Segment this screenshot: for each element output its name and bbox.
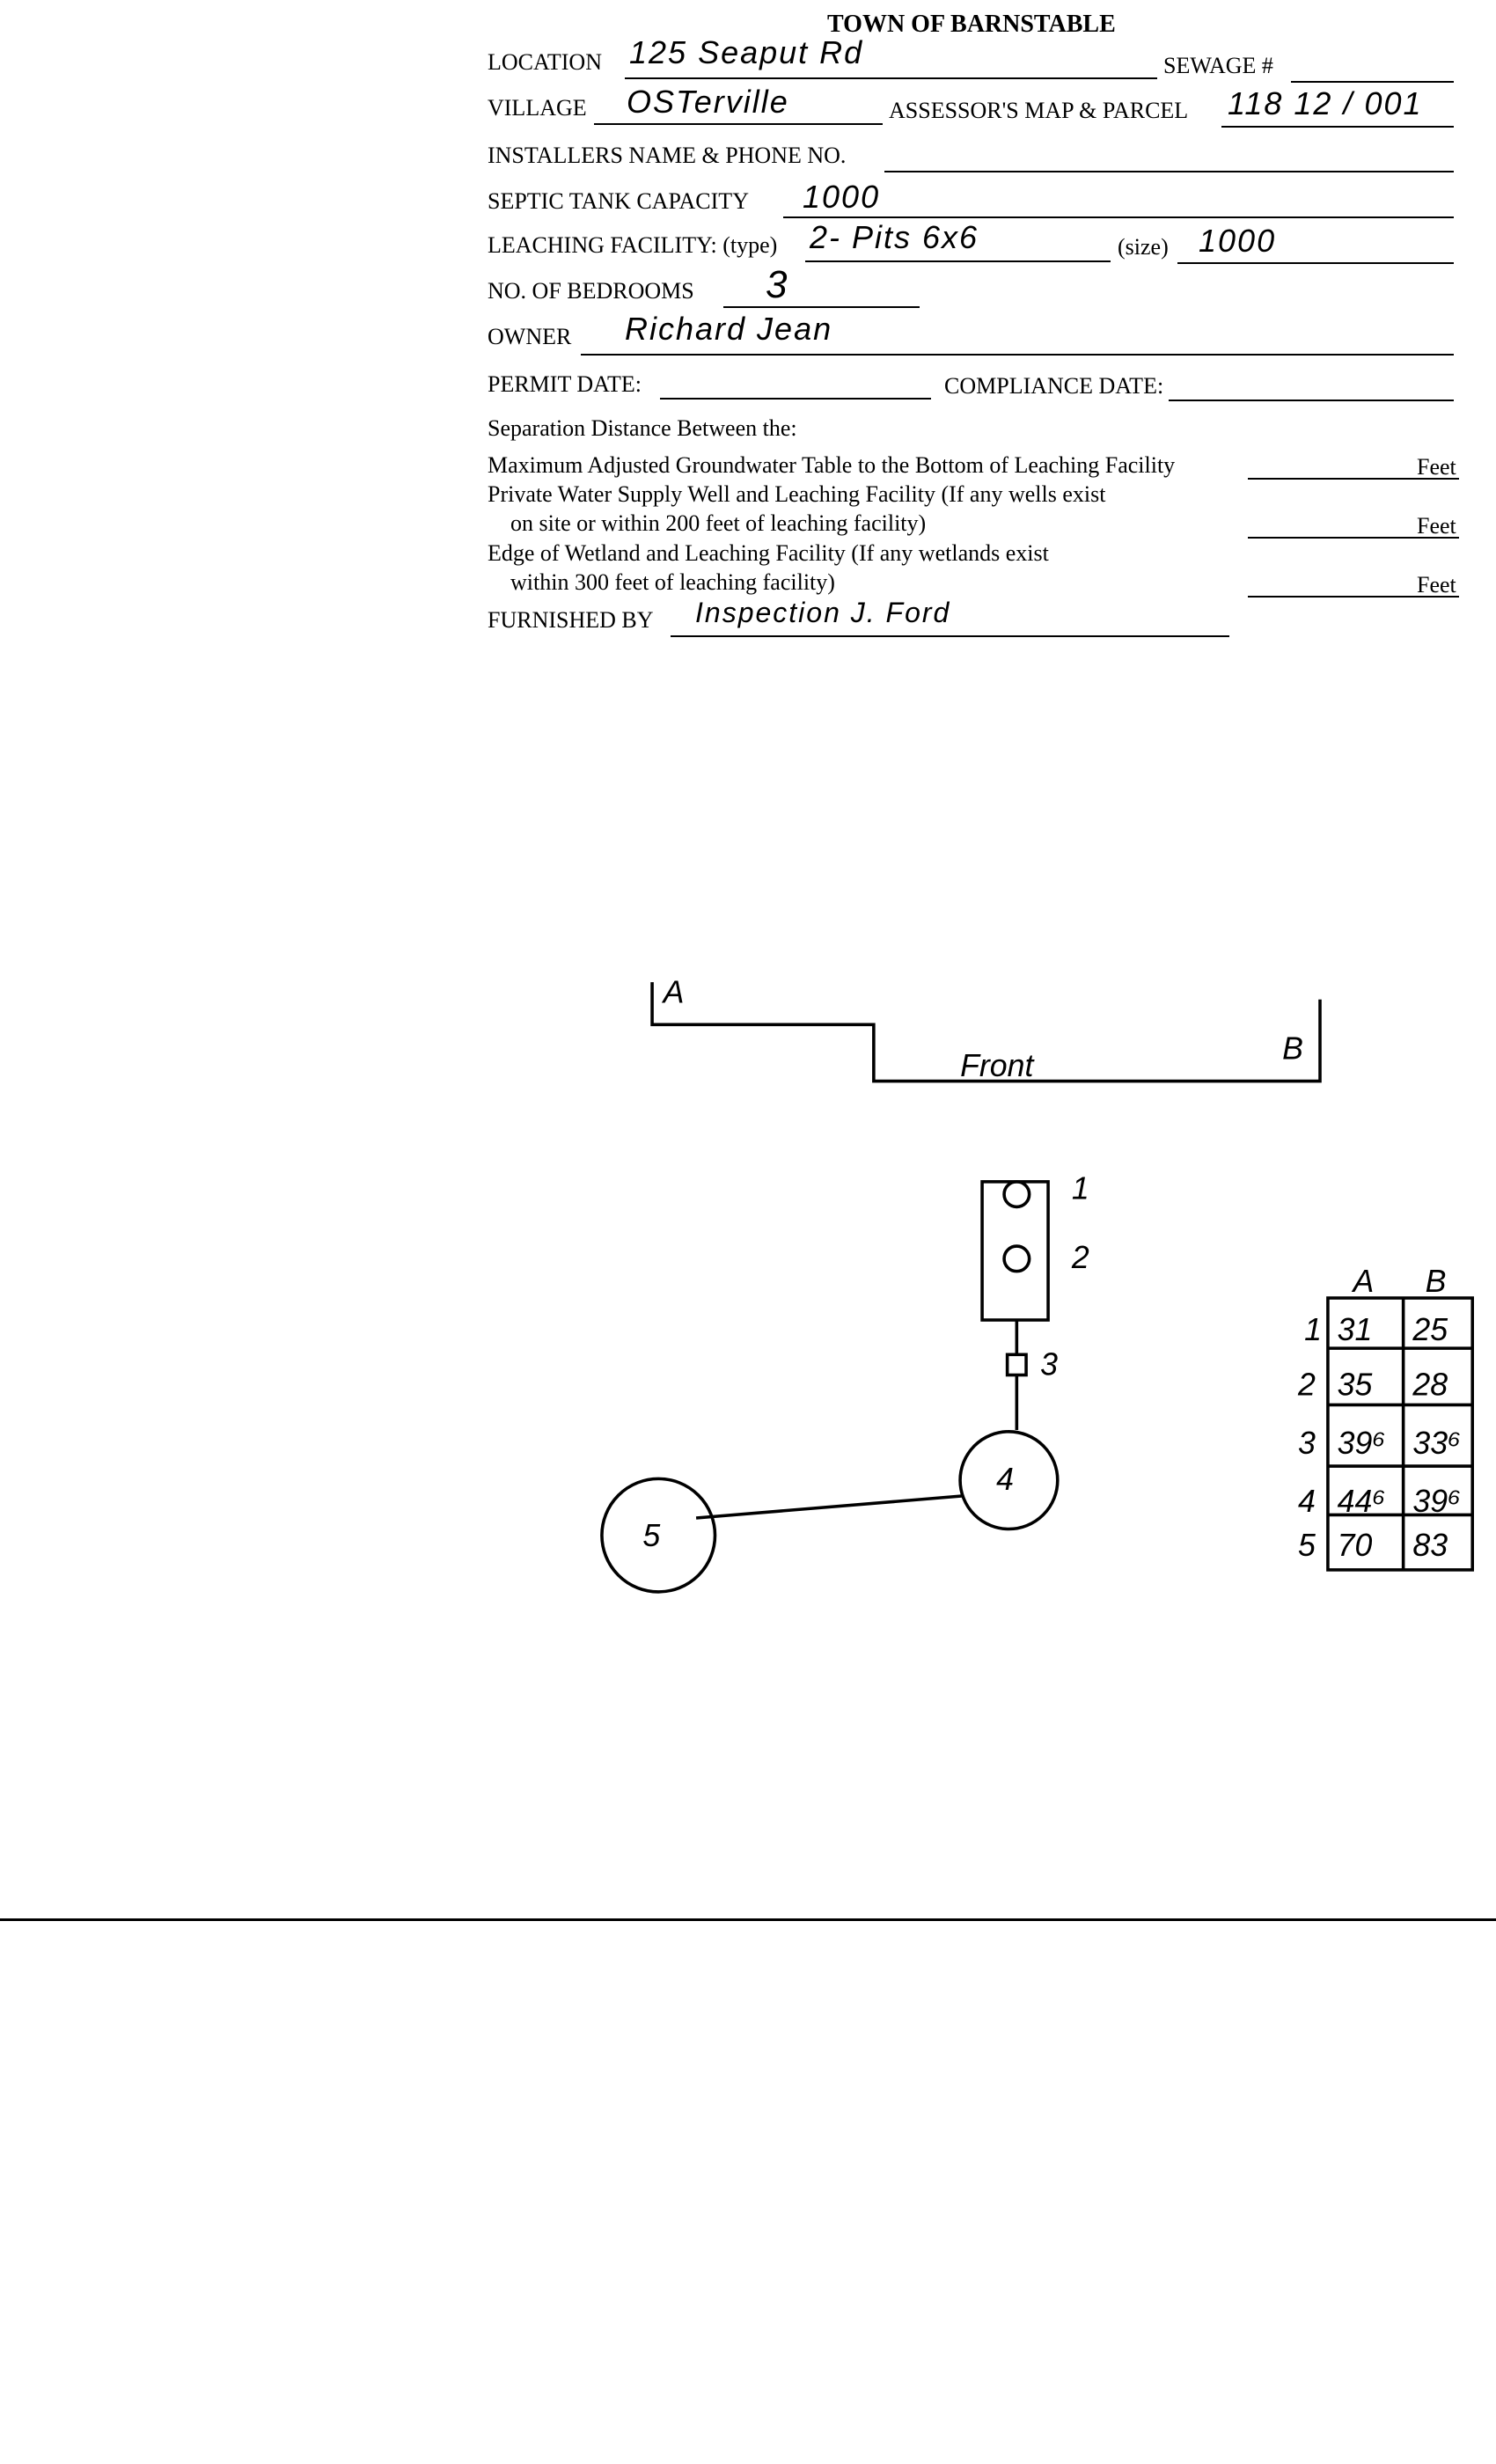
furnished-label: FURNISHED BY [488, 607, 654, 633]
furnished-value: Inspection J. Ford [695, 597, 951, 628]
pipe [695, 1494, 963, 1520]
separation-wetland: Edge of Wetland and Leaching Facility (I… [488, 540, 1049, 566]
cell-b: 28 [1412, 1368, 1448, 1403]
table-col-b: B [1426, 1264, 1447, 1299]
cell-a: 44⁶ [1338, 1484, 1386, 1519]
front-label: Front [960, 1048, 1035, 1083]
tank-inlet-1 [1002, 1180, 1031, 1209]
point-b-label: B [1282, 1031, 1303, 1067]
tank-label-1: 1 [1072, 1171, 1089, 1206]
leaching-type-value: 2- Pits 6x6 [810, 219, 979, 255]
bedrooms-value: 3 [766, 263, 789, 306]
compliance-date-label: COMPLIANCE DATE: [944, 373, 1164, 399]
table-row: 3 39⁶ 33⁶ [1298, 1426, 1461, 1461]
owner-label: OWNER [488, 324, 572, 349]
pit-label-5: 5 [642, 1518, 660, 1553]
row-label: 3 [1298, 1426, 1316, 1461]
parcel-line [1221, 126, 1454, 128]
page-bottom-rule [0, 1918, 1496, 1921]
form-title: TOWN OF BARNSTABLE [827, 11, 1116, 38]
septic-label: SEPTIC TANK CAPACITY [488, 188, 749, 214]
septic-value: 1000 [803, 179, 881, 215]
compliance-date-line [1169, 400, 1454, 401]
distribution-box-3 [1005, 1353, 1028, 1377]
location-value: 125 Seaput Rd [629, 34, 864, 70]
tank-label-2: 2 [1071, 1240, 1089, 1275]
village-value: OSTerville [627, 84, 789, 120]
row-label: 1 [1304, 1312, 1322, 1347]
parcel-value: 118 12 / 001 [1228, 85, 1423, 121]
cell-a: 39⁶ [1338, 1426, 1386, 1461]
feet-label: Feet [1417, 513, 1456, 539]
cell-b: 25 [1412, 1312, 1448, 1347]
table-col-a: A [1352, 1264, 1375, 1299]
cell-b: 39⁶ [1412, 1484, 1461, 1519]
village-line [594, 123, 883, 125]
bedrooms-line [723, 306, 920, 308]
row-label: 2 [1297, 1368, 1316, 1403]
tank-outlet-2 [1002, 1244, 1031, 1273]
installers-label: INSTALLERS NAME & PHONE NO. [488, 143, 847, 168]
parcel-label: ASSESSOR'S MAP & PARCEL [889, 98, 1189, 123]
table-row: 1 31 25 [1304, 1312, 1448, 1347]
cell-b: 33⁶ [1412, 1426, 1461, 1461]
cell-a: 70 [1338, 1528, 1373, 1563]
cell-a: 31 [1338, 1312, 1373, 1347]
separation-wetland-cont: within 300 feet of leaching facility) [510, 569, 835, 595]
property-front-line [650, 982, 1322, 1083]
groundwater-feet-line [1248, 478, 1459, 480]
cell-b: 83 [1412, 1528, 1448, 1563]
sewage-line [1291, 81, 1454, 83]
well-feet-line [1248, 537, 1459, 539]
septic-line [783, 216, 1454, 218]
permit-date-label: PERMIT DATE: [488, 371, 642, 397]
table-row: 5 70 83 [1298, 1528, 1448, 1563]
separation-well: Private Water Supply Well and Leaching F… [488, 481, 1106, 507]
leaching-pit-5 [600, 1477, 717, 1594]
row-label: 4 [1298, 1484, 1316, 1519]
table-row: 2 35 28 [1297, 1368, 1448, 1403]
separation-heading: Separation Distance Between the: [488, 415, 797, 441]
size-label: (size) [1118, 234, 1169, 260]
size-value: 1000 [1199, 223, 1277, 259]
bedrooms-label: NO. OF BEDROOMS [488, 278, 694, 304]
wetland-feet-line [1248, 596, 1459, 598]
pit-label-4: 4 [996, 1462, 1014, 1497]
furnished-line [671, 635, 1229, 637]
point-a-label: A [662, 974, 685, 1009]
feet-label: Feet [1417, 454, 1456, 480]
owner-value: Richard Jean [625, 311, 833, 347]
size-line [1177, 262, 1454, 264]
leaching-label: LEACHING FACILITY: (type) [488, 232, 778, 258]
permit-date-line [660, 398, 931, 400]
location-line [625, 77, 1157, 79]
measurement-table-grid [1326, 1296, 1474, 1572]
dbox-label-3: 3 [1040, 1347, 1058, 1382]
installers-line [884, 171, 1454, 172]
leaching-pit-4 [958, 1430, 1060, 1531]
separation-well-cont: on site or within 200 feet of leaching f… [510, 510, 927, 536]
separation-groundwater: Maximum Adjusted Groundwater Table to th… [488, 452, 1176, 478]
row-label: 5 [1298, 1528, 1316, 1563]
leaching-type-line [805, 260, 1111, 262]
owner-line [581, 354, 1454, 356]
village-label: VILLAGE [488, 95, 587, 121]
cell-a: 35 [1338, 1368, 1373, 1403]
septic-tank [980, 1180, 1050, 1322]
sewage-label: SEWAGE # [1163, 53, 1273, 78]
location-label: LOCATION [488, 49, 602, 75]
table-row: 4 44⁶ 39⁶ [1298, 1484, 1461, 1519]
feet-label: Feet [1417, 572, 1456, 598]
